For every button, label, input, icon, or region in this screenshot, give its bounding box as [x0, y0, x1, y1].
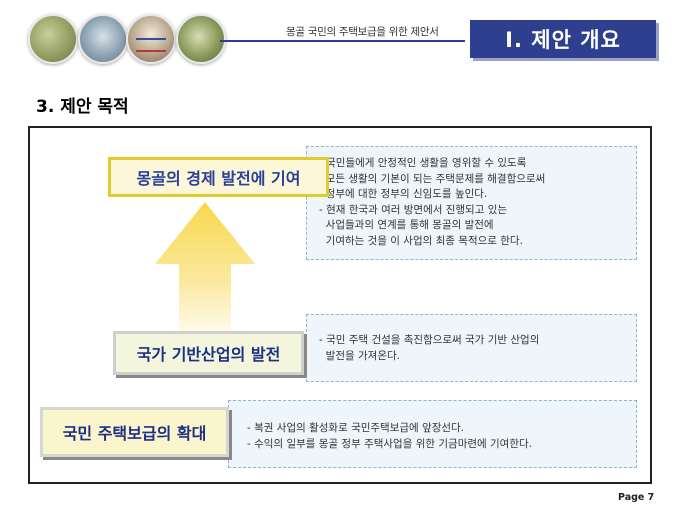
- header-divider: [220, 40, 465, 42]
- page-heading: 3. 제안 목적: [36, 97, 129, 117]
- description-box-housing: - 복권 사업의 활성화로 국민주택보급에 앞장선다. - 수익의 일부를 몽골…: [228, 400, 637, 468]
- description-line: - 현재 한국과 여러 방면에서 진행되고 있는: [319, 203, 508, 216]
- header-photo-buildings: [176, 14, 226, 64]
- goal-housing-supply: 국민 주택보급의 확대: [40, 407, 229, 457]
- header-photo-housing: [78, 14, 128, 64]
- up-arrow-icon: [155, 202, 255, 346]
- description-line: - 복권 사업의 활성화로 국민주택보급에 앞장선다.: [247, 422, 465, 434]
- section-label: I. 제안 개요: [470, 20, 656, 58]
- header-photo-pattern: [126, 14, 176, 64]
- description-line: - 국민들에게 안정적인 생활을 영위할 수 있도록: [319, 157, 527, 169]
- description-box-industry: - 국민 주택 건설을 촉진함으로써 국가 기반 산업의 발전을 가져온다.: [306, 314, 637, 382]
- description-line: 기여하는 것을 이 사업의 최종 목적으로 한다.: [319, 234, 523, 247]
- description-line: 발전을 가져온다.: [319, 349, 400, 362]
- description-box-economy: - 국민들에게 안정적인 생활을 영위할 수 있도록 모든 생활의 기본이 되는…: [306, 146, 637, 260]
- description-line: 모든 생활의 기본이 되는 주택문제를 해결함으로써: [319, 172, 546, 185]
- header-photo-landscape: [28, 14, 78, 64]
- document-title: 몽골 국민의 주택보급을 위한 제안서: [286, 26, 439, 38]
- goal-economic-development: 몽골의 경제 발전에 기여: [108, 157, 329, 197]
- description-line: - 수익의 일부를 몽골 정부 주택사업을 위한 기금마련에 기여한다.: [247, 437, 532, 450]
- description-line: 사업들과의 연계를 통해 몽골의 발전에: [319, 219, 494, 231]
- goal-infrastructure-industry: 국가 기반산업의 발전: [113, 331, 304, 375]
- description-line: - 국민 주택 건설을 촉진함으로써 국가 기반 산업의: [319, 334, 540, 346]
- page-number: Page 7: [618, 492, 655, 503]
- description-line: 정부에 대한 정부의 신임도를 높인다.: [319, 188, 488, 200]
